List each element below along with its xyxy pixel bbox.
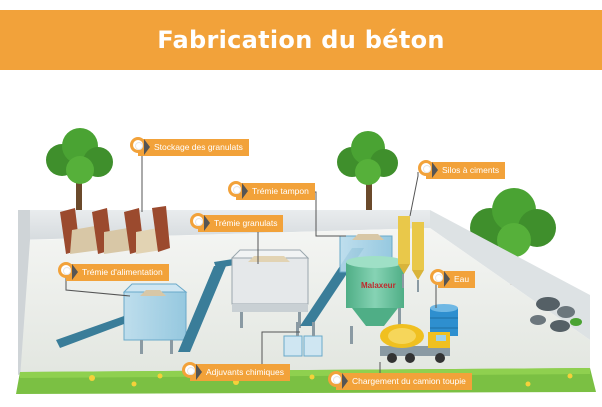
chevron-right-icon — [72, 264, 78, 280]
feed-hopper — [122, 283, 188, 354]
page-title: Fabrication du béton — [157, 26, 445, 54]
chevron-right-icon — [144, 139, 150, 155]
callout-marker — [430, 269, 446, 285]
callout-aggregate-hopper: Trémie granulats — [190, 213, 284, 232]
callout-aggregate-storage: Stockage des granulats — [130, 137, 249, 156]
callout-feed-hopper: Trémie d'alimentation — [58, 262, 169, 281]
chevron-right-icon — [432, 162, 438, 178]
label-cement-silos: Silos à ciments — [442, 165, 500, 175]
aggregate-hopper — [230, 249, 310, 328]
label-buffer-hopper: Trémie tampon — [252, 186, 309, 196]
chevron-right-icon — [342, 373, 348, 389]
conveyor-to-mixer-plant — [178, 266, 226, 352]
admixture-tanks — [283, 322, 323, 357]
callout-buffer-hopper: Trémie tampon — [228, 181, 315, 200]
title-banner: Fabrication du béton — [0, 10, 602, 70]
mixer-truck — [380, 324, 450, 363]
chevron-right-icon — [204, 215, 210, 231]
label-aggregate-storage: Stockage des granulats — [154, 142, 243, 152]
callout-admixtures: Adjuvants chimiques — [182, 362, 290, 381]
label-feed-hopper: Trémie d'alimentation — [82, 267, 163, 277]
mixer-label: Malaxeur — [361, 281, 396, 290]
water-tank — [430, 304, 458, 336]
label-admixtures: Adjuvants chimiques — [206, 367, 284, 377]
tree-middle — [337, 131, 398, 213]
label-aggregate-hopper: Trémie granulats — [214, 218, 278, 228]
aggregate-bins — [60, 206, 170, 254]
tree-left — [46, 128, 113, 215]
label-truck-loading: Chargement du camion toupie — [352, 376, 466, 386]
conveyor-feed-belt — [56, 316, 124, 348]
callout-cement-silos: Silos à ciments — [418, 160, 506, 179]
cement-silos — [398, 216, 424, 292]
chevron-right-icon — [242, 183, 248, 199]
chevron-right-icon — [444, 271, 450, 287]
callout-water: Eau — [430, 269, 476, 288]
label-water: Eau — [454, 274, 470, 284]
rocks — [530, 297, 582, 332]
callout-truck-loading: Chargement du camion toupie — [328, 371, 472, 390]
chevron-right-icon — [196, 364, 202, 380]
